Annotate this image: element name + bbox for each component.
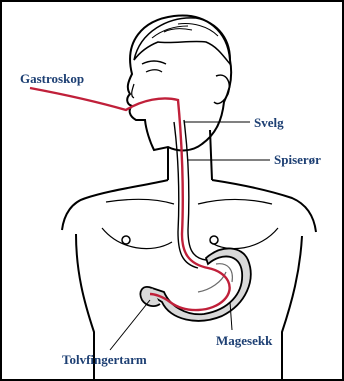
left-nipple (122, 236, 130, 244)
label-mageskk: Magesekk (216, 334, 272, 348)
eye (146, 70, 162, 72)
neck (168, 130, 212, 180)
label-tolvfingertarm: Tolvfingertarm (62, 353, 147, 367)
anatomy-illustration (2, 2, 342, 379)
ear (214, 75, 229, 103)
label-svelg: Svelg (254, 116, 284, 130)
eyebrow (142, 61, 166, 64)
esophagus (174, 120, 206, 268)
label-gastroskop: Gastroskop (20, 72, 84, 86)
leader-tolvfingertarm (110, 300, 150, 350)
right-nipple (210, 236, 218, 244)
head-outline (127, 15, 231, 150)
label-spiseror: Spiserør (274, 153, 321, 167)
